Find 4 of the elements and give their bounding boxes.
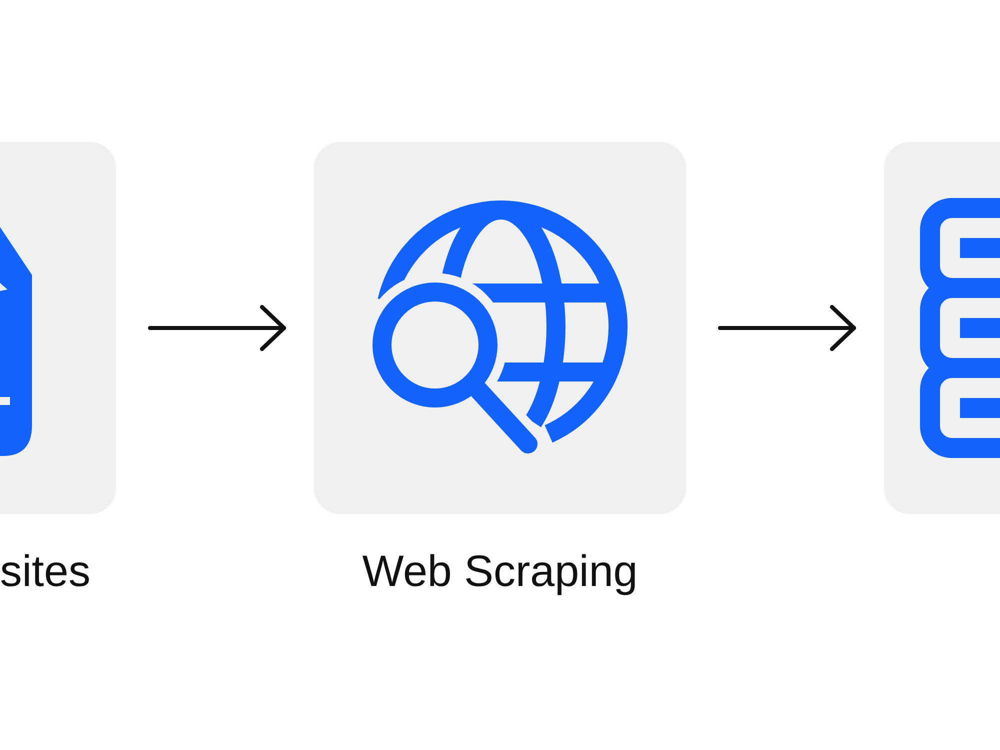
node-label: sites <box>0 546 90 598</box>
arrow <box>148 305 286 351</box>
arrow <box>718 305 856 351</box>
node-label: Web Scraping <box>362 546 638 598</box>
